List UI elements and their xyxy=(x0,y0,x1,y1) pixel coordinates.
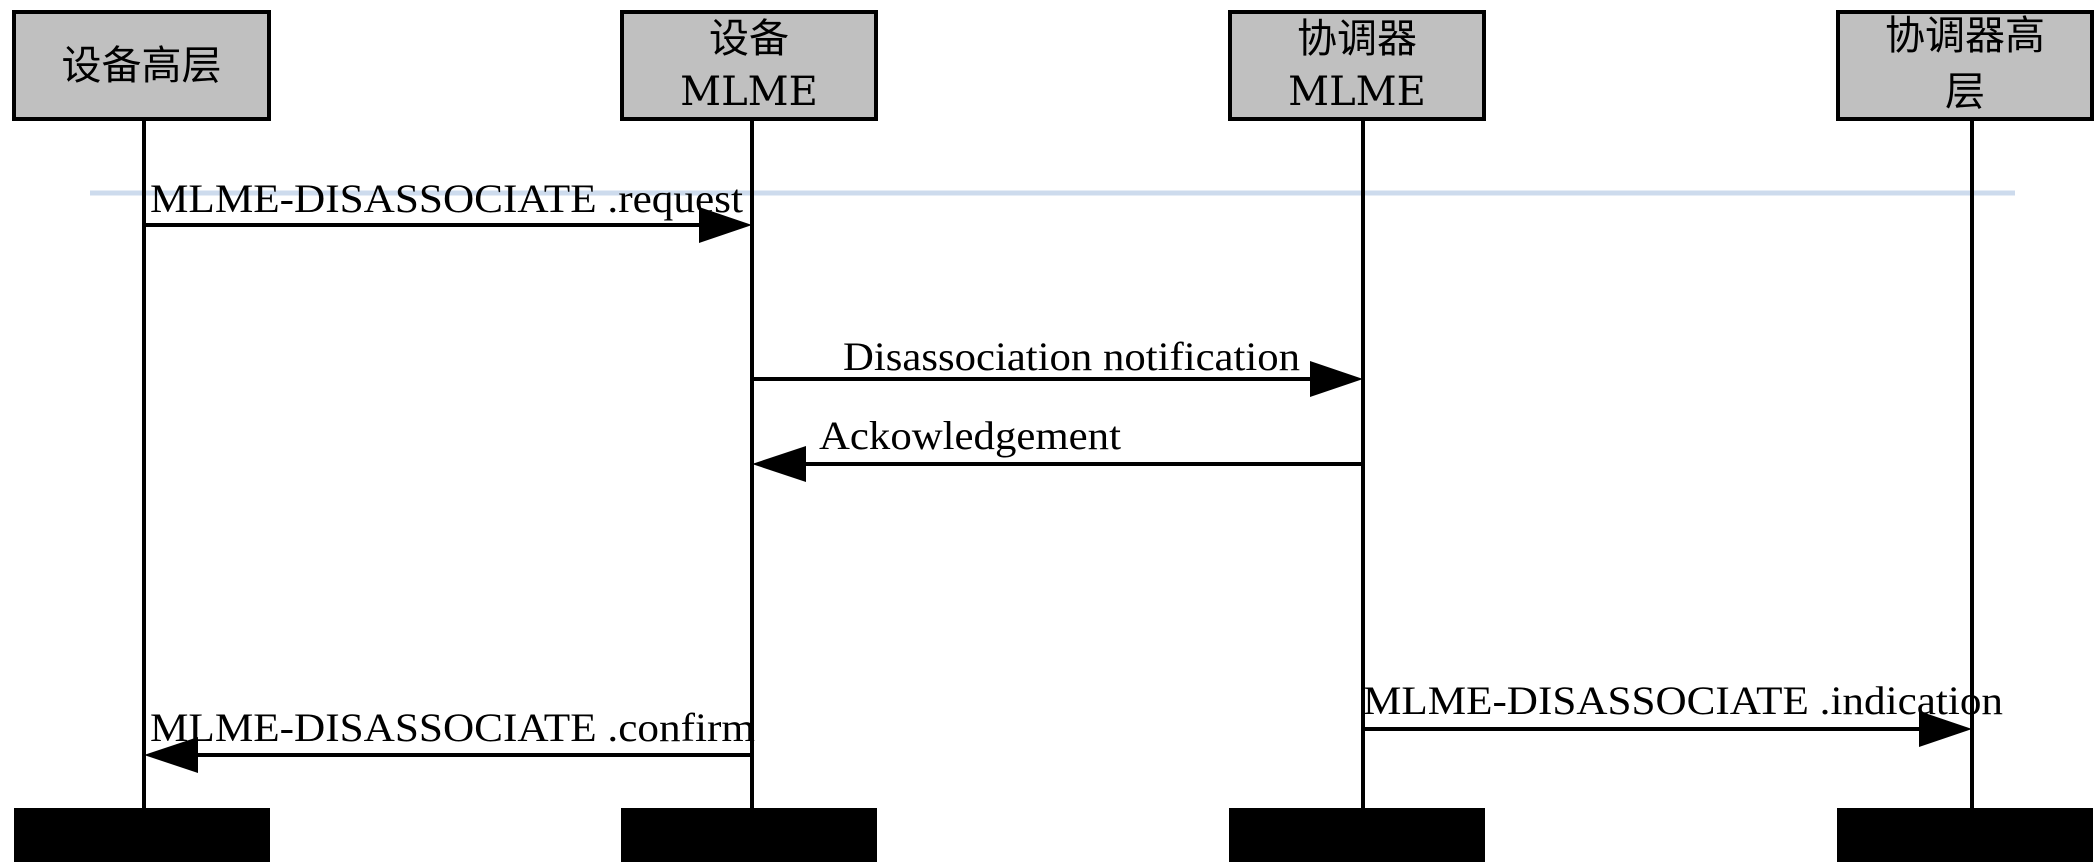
participant-header-box xyxy=(12,10,271,121)
participant-footer-box xyxy=(14,808,270,862)
message-acknowledgement: Ackowledgement xyxy=(752,413,1363,482)
message-label: MLME-DISASSOCIATE .request xyxy=(150,176,743,221)
arrowhead-left-icon xyxy=(752,446,806,482)
message-disassociation-notification: Disassociation notification xyxy=(752,334,1363,397)
message-label: Disassociation notification xyxy=(843,334,1300,379)
participant-header-box xyxy=(620,10,878,121)
participant-device-mlme: 设备 MLME xyxy=(620,10,878,862)
participant-label-line-1: 协调器高 xyxy=(1885,13,2045,59)
message-label: MLME-DISASSOCIATE .indication xyxy=(1363,678,2003,723)
arrowhead-right-icon xyxy=(699,207,752,243)
participant-coordinator-mlme: 协调器 MLME xyxy=(1228,10,1486,862)
message-label: Ackowledgement xyxy=(819,413,1121,458)
participant-header-box xyxy=(1836,10,2094,121)
participant-label-line-1: 设备 xyxy=(709,16,789,62)
participant-footer-box xyxy=(621,808,877,862)
participant-label-line-2: MLME xyxy=(680,69,818,115)
arrowhead-right-icon xyxy=(1919,711,1972,747)
participant-header-box xyxy=(1228,10,1486,121)
participant-label: 设备高层 xyxy=(62,43,222,89)
participant-footer-box xyxy=(1837,808,2093,862)
participant-label-line-1: 协调器 xyxy=(1297,16,1417,62)
arrowhead-right-icon xyxy=(1310,361,1363,397)
message-label: MLME-DISASSOCIATE .confirm xyxy=(150,705,755,750)
participant-label-line-2: MLME xyxy=(1288,69,1426,115)
message-disassociate-confirm: MLME-DISASSOCIATE .confirm xyxy=(144,705,755,773)
participant-label-line-2: 层 xyxy=(1945,69,1985,115)
message-disassociate-indication: MLME-DISASSOCIATE .indication xyxy=(1363,678,2003,747)
arrowhead-left-icon xyxy=(144,737,198,773)
participant-footer-box xyxy=(1229,808,1485,862)
message-disassociate-request: MLME-DISASSOCIATE .request xyxy=(144,176,752,243)
participant-coordinator-higher-layer: 协调器高 层 xyxy=(1836,10,2094,862)
participant-device-higher-layer: 设备高层 xyxy=(12,10,271,862)
